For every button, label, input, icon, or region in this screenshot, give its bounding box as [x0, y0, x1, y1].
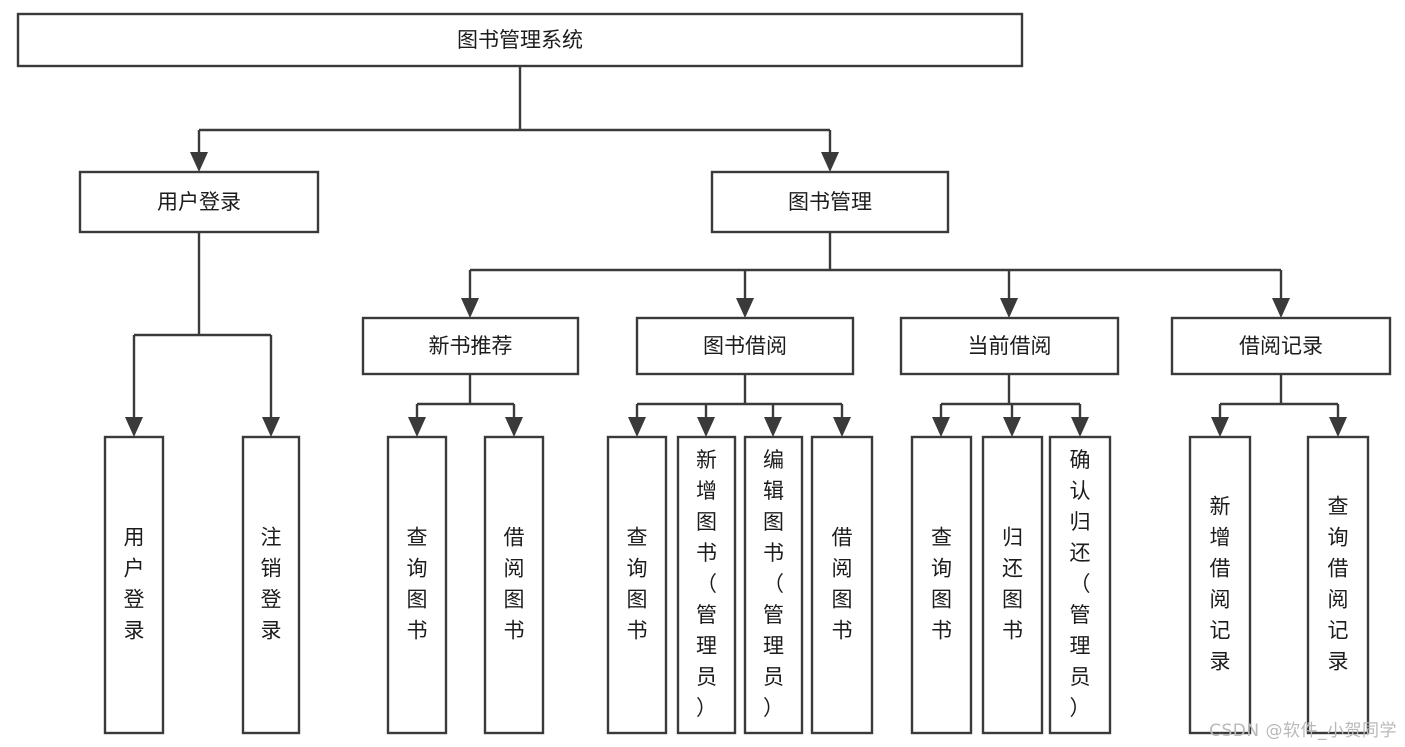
- node-box-leaf-query-book-2[interactable]: [606, 435, 668, 735]
- node-box-user-login[interactable]: [78, 170, 320, 234]
- node-current-borrow[interactable]: 当前借阅: [899, 316, 1120, 376]
- node-leaf-confirm-return-admin[interactable]: 确认归还（管理员）: [1048, 435, 1112, 735]
- arrow-head-icon: [697, 417, 715, 437]
- arrow-head-icon: [505, 417, 523, 437]
- node-leaf-add-book-admin[interactable]: 新增图书（管理员）: [676, 435, 737, 735]
- node-label-leaf-borrow-book-2: 借阅图书: [832, 526, 853, 643]
- node-root[interactable]: 图书管理系统: [16, 12, 1024, 68]
- arrow-head-icon: [262, 417, 280, 437]
- node-label-book-borrow: 图书借阅: [703, 334, 787, 358]
- arrow-head-icon: [1000, 298, 1018, 318]
- arrow-head-icon: [1211, 417, 1229, 437]
- nodes-layer: 图书管理系统用户登录图书管理新书推荐图书借阅当前借阅借阅记录用户登录注销登录查询…: [16, 12, 1392, 735]
- node-label-leaf-return-book: 归还图书: [1002, 526, 1023, 643]
- node-leaf-user-login[interactable]: 用户登录: [103, 435, 165, 735]
- arrow-head-icon: [190, 152, 208, 172]
- node-leaf-return-book[interactable]: 归还图书: [981, 435, 1044, 735]
- arrow-head-icon: [736, 298, 754, 318]
- node-box-leaf-add-borrow-record[interactable]: [1188, 435, 1252, 735]
- node-label-root: 图书管理系统: [457, 28, 583, 52]
- node-leaf-add-borrow-record[interactable]: 新增借阅记录: [1188, 435, 1252, 735]
- arrow-head-icon: [1003, 417, 1021, 437]
- node-leaf-query-book-2[interactable]: 查询图书: [606, 435, 668, 735]
- node-label-leaf-edit-book-admin: 编辑图书（管理员）: [763, 448, 784, 720]
- node-label-current-borrow: 当前借阅: [968, 334, 1052, 358]
- node-box-leaf-query-borrow-record[interactable]: [1306, 435, 1370, 735]
- node-label-leaf-user-login: 用户登录: [124, 526, 145, 643]
- node-label-leaf-add-book-admin: 新增图书（管理员）: [696, 448, 717, 720]
- node-box-new-book-recommend[interactable]: [361, 316, 580, 376]
- node-leaf-query-book-1[interactable]: 查询图书: [386, 435, 448, 735]
- node-box-leaf-query-book-1[interactable]: [386, 435, 448, 735]
- node-box-leaf-logout-login[interactable]: [241, 435, 301, 735]
- node-label-borrow-record: 借阅记录: [1239, 334, 1323, 358]
- node-box-leaf-query-book-3[interactable]: [910, 435, 973, 735]
- arrow-head-icon: [821, 152, 839, 172]
- node-leaf-edit-book-admin[interactable]: 编辑图书（管理员）: [743, 435, 804, 735]
- node-box-leaf-borrow-book-2[interactable]: [810, 435, 874, 735]
- arrow-head-icon: [932, 417, 950, 437]
- node-label-leaf-logout-login: 注销登录: [261, 526, 282, 643]
- node-label-leaf-query-book-3: 查询图书: [931, 526, 952, 643]
- node-box-leaf-confirm-return-admin[interactable]: [1048, 435, 1112, 735]
- node-box-borrow-record[interactable]: [1170, 316, 1392, 376]
- node-label-leaf-query-book-2: 查询图书: [627, 526, 648, 643]
- node-book-borrow[interactable]: 图书借阅: [635, 316, 855, 376]
- node-new-book-recommend[interactable]: 新书推荐: [361, 316, 580, 376]
- node-leaf-logout-login[interactable]: 注销登录: [241, 435, 301, 735]
- node-label-leaf-query-book-1: 查询图书: [407, 526, 428, 643]
- arrow-head-icon: [628, 417, 646, 437]
- node-user-login[interactable]: 用户登录: [78, 170, 320, 234]
- node-leaf-borrow-book-2[interactable]: 借阅图书: [810, 435, 874, 735]
- node-box-leaf-edit-book-admin[interactable]: [743, 435, 804, 735]
- node-book-management[interactable]: 图书管理: [710, 170, 950, 234]
- node-label-new-book-recommend: 新书推荐: [429, 334, 513, 358]
- arrow-head-icon: [833, 417, 851, 437]
- arrow-head-icon: [408, 417, 426, 437]
- node-box-leaf-user-login[interactable]: [103, 435, 165, 735]
- arrow-head-icon: [764, 417, 782, 437]
- node-leaf-query-book-3[interactable]: 查询图书: [910, 435, 973, 735]
- arrow-head-icon: [1071, 417, 1089, 437]
- node-leaf-query-borrow-record[interactable]: 查询借阅记录: [1306, 435, 1370, 735]
- node-label-leaf-add-borrow-record: 新增借阅记录: [1210, 495, 1231, 674]
- node-label-leaf-borrow-book-1: 借阅图书: [504, 526, 525, 643]
- arrow-head-icon: [125, 417, 143, 437]
- node-label-user-login: 用户登录: [157, 190, 241, 214]
- connectors-layer: [125, 66, 1347, 437]
- node-box-current-borrow[interactable]: [899, 316, 1120, 376]
- node-box-book-borrow[interactable]: [635, 316, 855, 376]
- node-label-leaf-query-borrow-record: 查询借阅记录: [1328, 495, 1349, 674]
- node-borrow-record[interactable]: 借阅记录: [1170, 316, 1392, 376]
- node-box-root[interactable]: [16, 12, 1024, 68]
- node-label-book-management: 图书管理: [788, 190, 872, 214]
- arrow-head-icon: [461, 298, 479, 318]
- arrow-head-icon: [1329, 417, 1347, 437]
- node-leaf-borrow-book-1[interactable]: 借阅图书: [483, 435, 545, 735]
- node-label-leaf-confirm-return-admin: 确认归还（管理员）: [1070, 448, 1091, 720]
- arrow-head-icon: [1272, 298, 1290, 318]
- node-box-leaf-return-book[interactable]: [981, 435, 1044, 735]
- node-box-book-management[interactable]: [710, 170, 950, 234]
- node-box-leaf-borrow-book-1[interactable]: [483, 435, 545, 735]
- node-box-leaf-add-book-admin[interactable]: [676, 435, 737, 735]
